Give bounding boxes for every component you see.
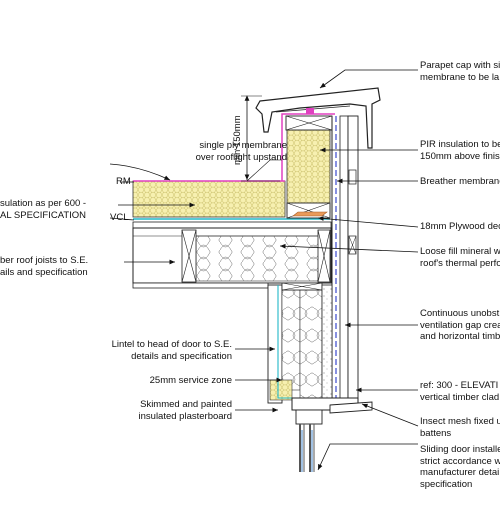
label-loose-fill: Loose fill mineral w roof's thermal perf…	[420, 246, 500, 269]
label-service-zone: 25mm service zone	[149, 375, 232, 386]
label-lintel: Lintel to head of door to S.E. details a…	[111, 339, 232, 362]
leaders-left	[109, 163, 282, 413]
label-parapet-cap: Parapet cap with si membrane to be la	[420, 60, 500, 83]
dimension-text: min 150mm	[232, 115, 243, 165]
door-head	[291, 397, 373, 472]
label-ventilation-gap: Continuous unobst ventilation gap crea a…	[420, 308, 500, 342]
roof-insulation	[132, 180, 286, 218]
leaders-right	[279, 69, 419, 471]
label-single-ply-membrane: single ply membrane over rooflight upsta…	[195, 140, 287, 163]
roof-deck	[132, 221, 332, 229]
lintel-assembly	[267, 282, 333, 404]
upstand-pir	[281, 113, 335, 219]
label-plywood-deck: 18mm Plywood dec	[420, 221, 500, 232]
label-vcl: VCL	[110, 212, 129, 223]
label-roof-joists: ber roof joists to S.E. ails and specifi…	[0, 255, 89, 278]
label-elevation-ref: ref: 300 - ELEVATI vertical timber clad	[420, 380, 500, 403]
label-plasterboard: Skimmed and painted insulated plasterboa…	[138, 399, 232, 422]
ceiling-board	[132, 282, 269, 289]
label-breather-membrane: Breather membrane	[420, 176, 500, 187]
joist-zone	[132, 227, 332, 284]
parapet-cap	[255, 87, 381, 149]
label-insect-mesh: Insect mesh fixed u battens	[420, 416, 500, 439]
wall-layers	[331, 115, 359, 405]
label-pir-insulation: PIR insulation to be 150mm above finis	[420, 139, 500, 162]
label-rm: RM	[116, 176, 131, 187]
dimension-150mm	[241, 95, 282, 182]
label-sliding-door: Sliding door installe strict accordance …	[420, 444, 500, 490]
label-roof-insulation: sulation as per 600 - AL SPECIFICATION	[0, 198, 87, 221]
